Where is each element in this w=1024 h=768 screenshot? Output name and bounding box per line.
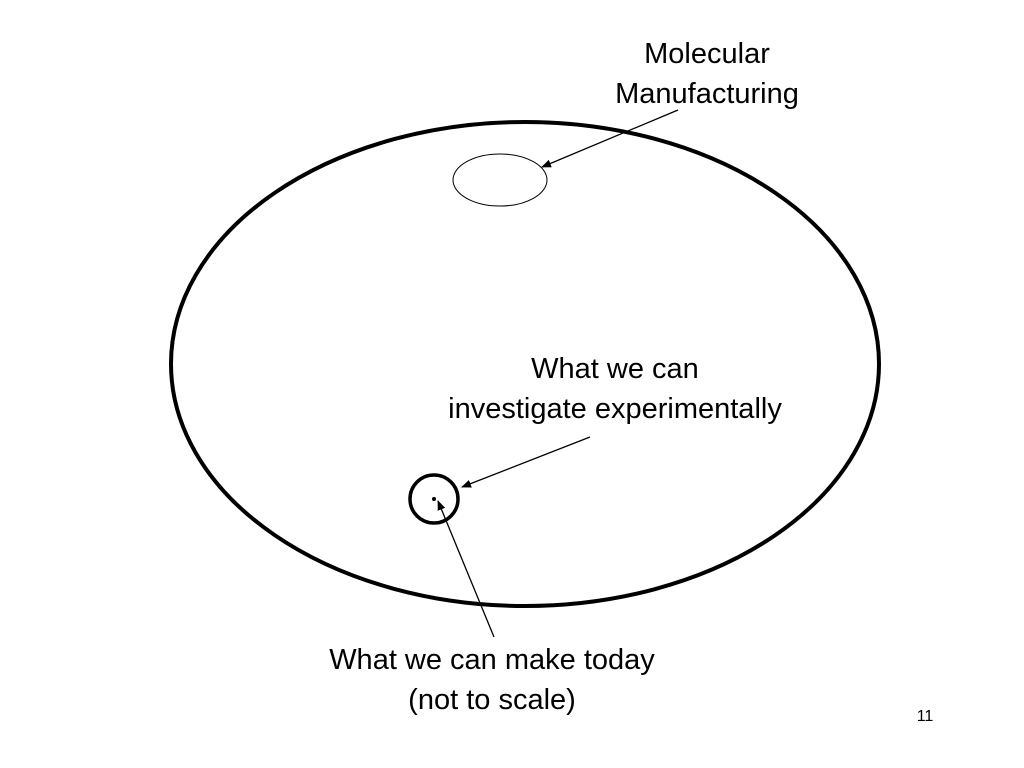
slide-number: 11 [916,708,934,725]
make-today-label-line: What we can make today [329,644,655,676]
investigate-label-line: investigate experimentally [448,393,782,425]
molecular-manufacturing-label-line: Manufacturing [615,78,799,110]
investigate-experimentally-label: What we can investigate experimentally [390,349,840,429]
molecular-manufacturing-label-line: Molecular [644,38,770,70]
make-today-circle [408,473,460,525]
molecular-manufacturing-label: Molecular Manufacturing [560,34,854,114]
outer-ellipse [169,120,881,608]
investigate-arrow [461,436,591,488]
make-today-dot [432,497,436,501]
molecular-manufacturing-ellipse [452,153,548,207]
molecular-manufacturing-arrow [541,109,679,168]
make-today-label-line: (not to scale) [408,684,576,716]
make-today-arrow [437,500,495,638]
make-today-label: What we can make today (not to scale) [262,640,722,720]
investigate-label-line: What we can [531,353,699,385]
